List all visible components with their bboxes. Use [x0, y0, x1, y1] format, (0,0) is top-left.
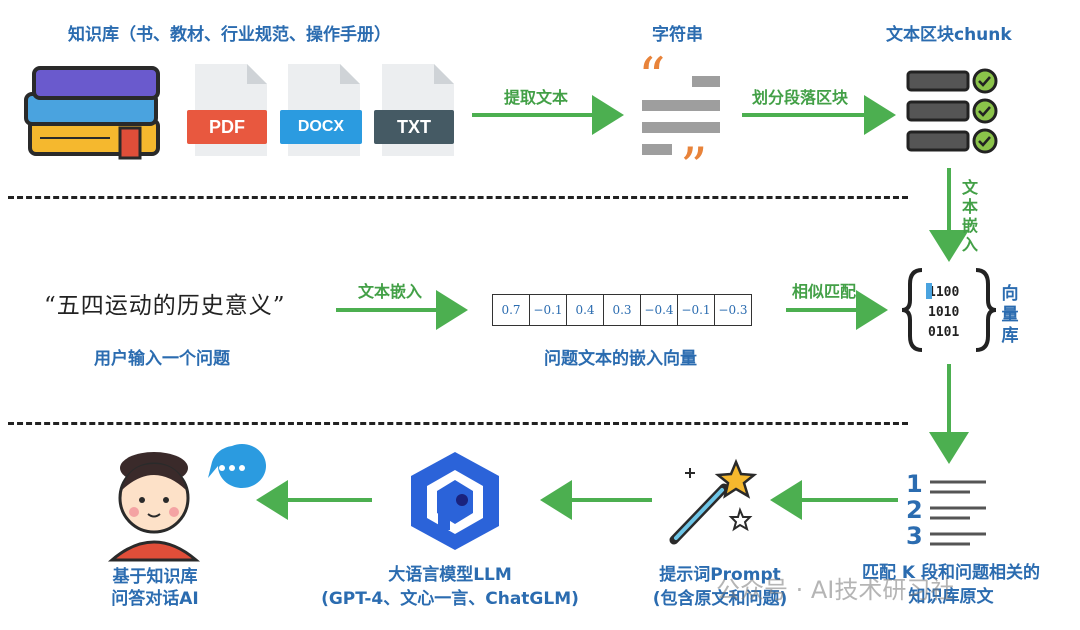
string-icon: “ ” [638, 46, 720, 199]
vector-cell: 0.7 [493, 295, 530, 325]
svg-text:”: ” [680, 136, 708, 199]
llm-label-line2: (GPT-4、文心一言、ChatGLM) [321, 589, 579, 609]
txt-file-icon: TXT [374, 64, 454, 156]
vector-db-label: 向量库 [1001, 284, 1019, 346]
query-embed-label: 文本嵌入 [358, 282, 423, 301]
prompt-label-line2: (包含原文和问题) [652, 589, 788, 609]
split-chunks-label: 划分段落区块 [752, 88, 849, 107]
svg-text:1010: 1010 [928, 305, 959, 320]
knowledge-base-label: 知识库（书、教材、行业规范、操作手册） [68, 25, 391, 45]
user-query-text: “五四运动的历史意义” [44, 293, 286, 319]
llm-logo-icon [411, 452, 499, 550]
match-k-label-line1: 匹配 K 段和问题相关的 [861, 563, 1040, 583]
string-label: 字符串 [652, 25, 703, 45]
vector-cell: −0.4 [641, 295, 678, 325]
vector-cell: −0.1 [530, 295, 567, 325]
vector-cell: 0.3 [604, 295, 641, 325]
embedding-vector: 0.7 −0.1 0.4 0.3 −0.4 −0.1 −0.3 [492, 294, 752, 326]
list-number-2: 2 [906, 496, 923, 524]
match-k-label-line2: 知识库原文 [908, 587, 994, 607]
list-number-3: 3 [906, 522, 923, 550]
chunk-icon [906, 68, 998, 154]
extract-text-label: 提取文本 [504, 88, 569, 107]
database-icon: 1100 1010 0101 [901, 268, 997, 352]
prompt-label-line1: 提示词Prompt [659, 565, 781, 585]
list-number-1: 1 [906, 470, 923, 498]
svg-text:1100: 1100 [928, 285, 959, 300]
books-icon [24, 66, 160, 160]
docx-file-icon: DOCX [280, 64, 362, 156]
watermark: 公众号 · AI技术研习社 [716, 576, 955, 604]
chat-ai-label-line2: 问答对话AI [111, 589, 199, 609]
ai-avatar-icon [107, 452, 201, 562]
vector-cell: 0.4 [567, 295, 604, 325]
vector-cell: −0.1 [678, 295, 715, 325]
chunk-label: 文本区块chunk [886, 25, 1012, 45]
similarity-match-label: 相似匹配 [792, 282, 857, 301]
magic-wand-icon [669, 458, 758, 545]
text-embed-vertical-label: 文本嵌入 [961, 178, 978, 254]
user-query-label: 用户输入一个问题 [94, 349, 230, 369]
chat-bubble-icon [208, 443, 266, 488]
svg-text:“: “ [638, 46, 666, 109]
ranked-list-icon [930, 480, 986, 546]
separator-top [8, 196, 908, 199]
chat-ai-label-line1: 基于知识库 [112, 567, 198, 587]
pdf-file-icon: PDF [187, 64, 267, 156]
separator-bottom [8, 422, 908, 425]
llm-label-line1: 大语言模型LLM [388, 565, 512, 585]
vector-label: 问题文本的嵌入向量 [544, 349, 697, 369]
svg-text:0101: 0101 [928, 325, 959, 340]
vector-cell: −0.3 [718, 303, 748, 317]
